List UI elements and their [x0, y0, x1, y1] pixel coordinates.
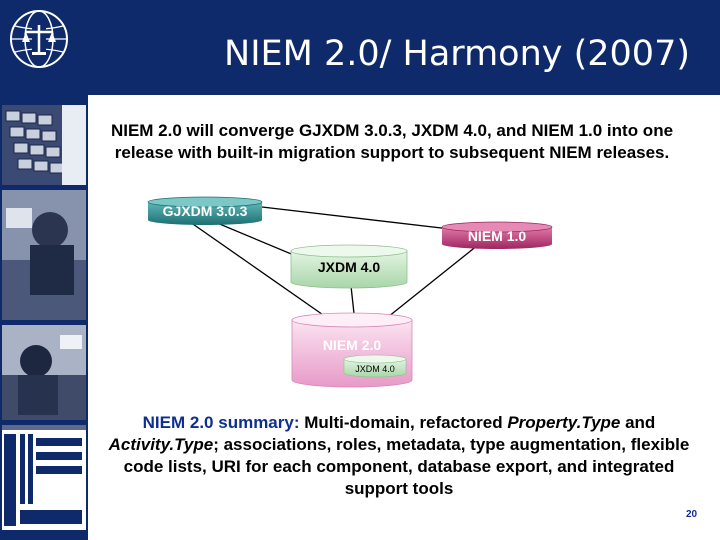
summary-text-2: and — [620, 413, 656, 432]
police-car-photo — [2, 325, 86, 420]
scales-of-justice-globe-icon — [8, 8, 70, 70]
summary-text: NIEM 2.0 summary: Multi-domain, refactor… — [104, 412, 694, 500]
summary-activity-type: Activity.Type — [108, 435, 214, 454]
intro-text: NIEM 2.0 will converge GJXDM 3.0.3, JXDM… — [110, 121, 674, 162]
page-number: 20 — [686, 509, 698, 520]
keyboard-photo — [2, 105, 86, 185]
summary-text-3: ; associations, roles, metadata, type au… — [123, 435, 690, 498]
summary-lead: NIEM 2.0 summary: — [142, 413, 300, 432]
summary-property-type: Property.Type — [507, 413, 621, 432]
slide-title: NIEM 2.0/ Harmony (2007) — [224, 34, 690, 74]
officer-photo — [2, 190, 86, 320]
brand-logo — [2, 430, 86, 530]
summary-text-1: Multi-domain, refactored — [304, 413, 508, 432]
slide-header: NIEM 2.0/ Harmony (2007) — [0, 0, 720, 95]
